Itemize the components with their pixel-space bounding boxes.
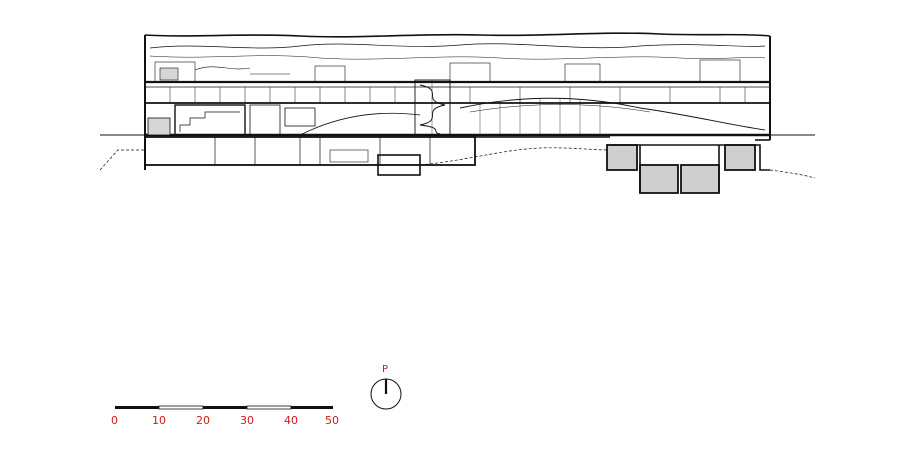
scale-label-30: 30 [240, 414, 254, 427]
building-envelope [144, 32, 771, 176]
hall-glazing [479, 99, 601, 135]
scale-label-50: 50 [325, 414, 339, 427]
scale-label-40: 40 [284, 414, 298, 427]
north-label: P [382, 364, 389, 375]
basement-partitions [214, 137, 431, 165]
facade-mullions [169, 87, 746, 103]
upper-level [154, 59, 741, 83]
spiral-stair [414, 79, 451, 136]
scale-bar [115, 405, 333, 410]
scale-label-10: 10 [152, 414, 166, 427]
scale-label-20: 20 [196, 414, 210, 427]
scale-label-0: 0 [111, 414, 118, 427]
cut-structure-lines [610, 139, 770, 193]
ground [99, 134, 816, 179]
north-arrow-icon [370, 378, 402, 410]
cut-structure [606, 144, 756, 194]
